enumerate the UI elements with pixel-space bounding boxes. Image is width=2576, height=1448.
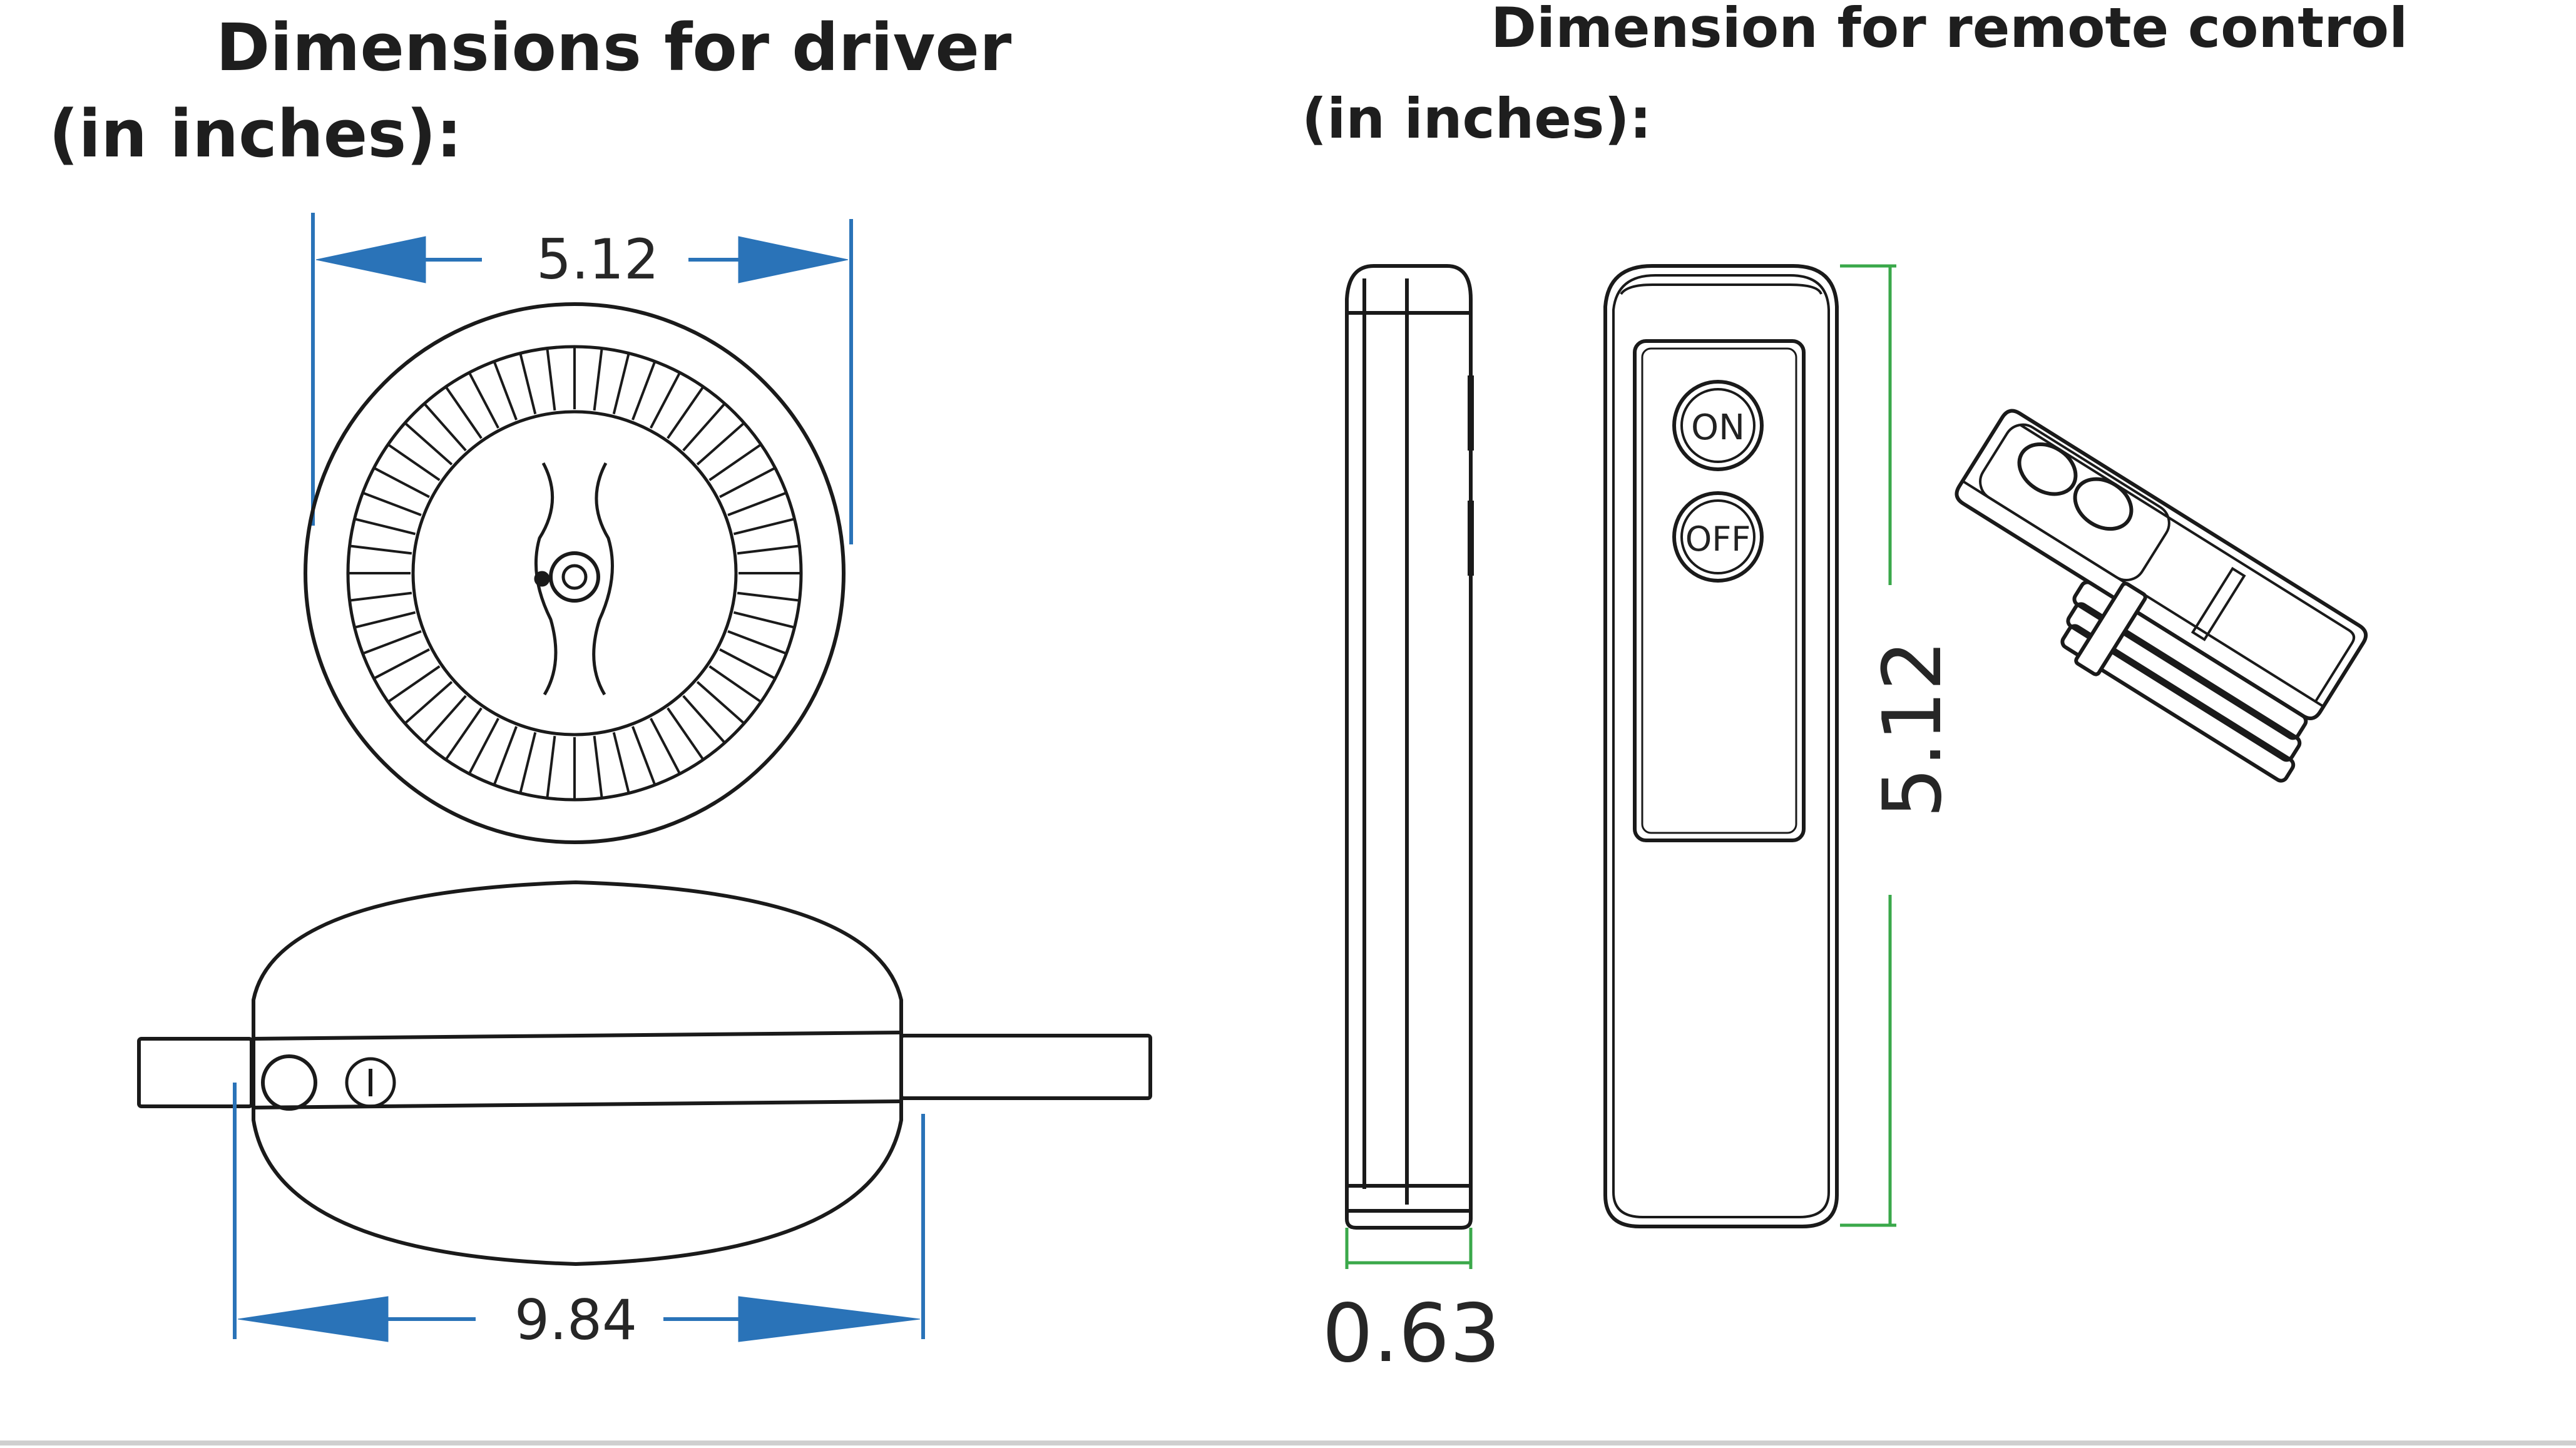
driver-units: (in inches):: [49, 96, 462, 172]
heatsink-fin: [593, 735, 603, 797]
heatsink-fin: [631, 726, 656, 785]
heatsink-fin: [737, 591, 799, 602]
heatsink-fin: [445, 387, 483, 439]
heatsink-fin: [468, 718, 499, 773]
heatsink-fin: [650, 718, 681, 773]
remote-units: (in inches):: [1302, 86, 1652, 151]
heatsink-fin: [493, 362, 518, 421]
driver-connector-icon: [261, 1054, 317, 1111]
remote-thickness-label: 0.63: [1322, 1287, 1501, 1380]
heatsink-fin: [445, 707, 483, 760]
driver-length-dimension: [233, 1083, 925, 1342]
driver-top-view: [304, 302, 846, 844]
heatsink-fin: [631, 362, 656, 421]
arrow-right-icon: [738, 236, 849, 283]
remote-title: Dimension for remote control: [1491, 0, 2408, 60]
heatsink-fin: [696, 681, 744, 724]
driver-width-dimension: [311, 213, 853, 544]
heatsink-fin: [727, 630, 786, 655]
remote-height-label: 5.12: [1866, 640, 1960, 818]
heatsink-fin: [355, 611, 416, 629]
heatsink-fin: [612, 732, 630, 792]
heatsink-fin: [650, 373, 681, 429]
heatsink-fin: [519, 732, 537, 792]
heatsink-fin: [546, 349, 556, 411]
heatsink-fin: [405, 422, 453, 466]
heatsink-fin: [737, 544, 799, 555]
arrow-right-icon: [738, 1296, 921, 1342]
heatsink-fin: [405, 681, 453, 724]
remote-height-dimension: [1840, 264, 1896, 1227]
off-button[interactable]: [1672, 491, 1764, 583]
power-icon: [345, 1057, 396, 1108]
heatsink-fin: [350, 591, 412, 602]
heatsink-fin: [424, 695, 467, 743]
heatsink-fin: [696, 422, 744, 466]
heatsink-fin: [388, 665, 441, 703]
heatsink-fin: [388, 444, 441, 481]
remote-perspective-view: [1955, 409, 2368, 783]
heatsink-fin: [363, 630, 422, 655]
heatsink-fin: [493, 726, 518, 785]
heatsink-fin: [708, 444, 761, 481]
heatsink-fin: [733, 518, 794, 536]
arrow-left-icon: [315, 236, 426, 283]
heatsink-fin: [519, 354, 537, 415]
driver-length-label: 9.84: [514, 1288, 637, 1352]
heatsink-fin: [612, 354, 630, 415]
heatsink-fin: [708, 665, 761, 703]
on-button[interactable]: [1672, 380, 1764, 471]
heatsink-fin: [719, 648, 775, 680]
heatsink-fin: [468, 373, 499, 429]
heatsink-fin: [593, 349, 603, 411]
heatsink-fin: [733, 611, 794, 629]
driver-side-view: [137, 880, 1152, 1267]
on-button-label: ON: [1691, 407, 1745, 448]
heatsink-fin: [727, 492, 786, 516]
heatsink-fin: [374, 648, 430, 680]
heatsink-fin: [682, 404, 725, 452]
heatsink-fin: [350, 544, 412, 555]
remote-side-view: [1345, 264, 1474, 1230]
heatsink-fin: [424, 404, 467, 452]
heatsink-fin: [667, 387, 704, 439]
driver-title: Dimensions for driver: [216, 9, 1011, 86]
driver-cable-right: [899, 1034, 1152, 1100]
off-button-label: OFF: [1685, 519, 1751, 559]
heatsink-fin: [682, 695, 725, 743]
heatsink-fin: [667, 707, 704, 760]
heatsink-fin: [363, 492, 422, 516]
heatsink-fin: [355, 518, 416, 536]
remote-front-view: [1603, 264, 1839, 1228]
heatsink-fin: [719, 467, 775, 498]
heatsink-fin: [546, 735, 556, 797]
remote-thickness-dimension: [1345, 1228, 1473, 1269]
heatsink-fin: [374, 467, 430, 498]
arrow-left-icon: [237, 1296, 389, 1342]
driver-width-label: 5.12: [536, 227, 659, 292]
